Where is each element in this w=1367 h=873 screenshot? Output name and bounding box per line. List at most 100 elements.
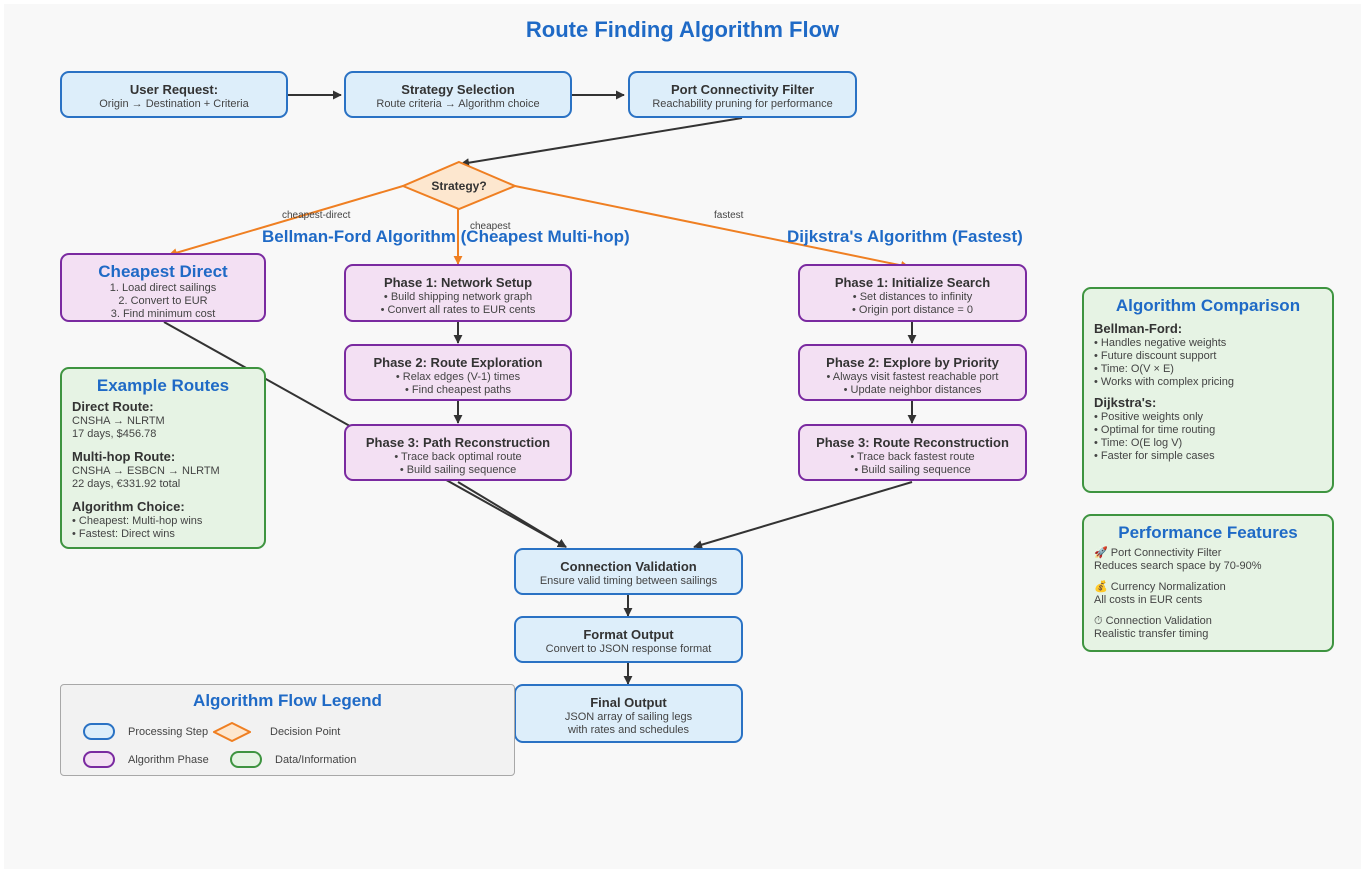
dj-phase-title: Phase 3: Route Reconstruction — [816, 435, 1009, 450]
feature-label: Currency Normalization — [1110, 581, 1226, 593]
section-line: • Cheapest: Multi-hop wins — [72, 515, 203, 527]
strategy-selection-title: Strategy Selection — [401, 82, 515, 97]
diagram-title: Route Finding Algorithm Flow — [525, 17, 840, 42]
legend-swatch-phase — [83, 751, 115, 768]
port-filter-title: Port Connectivity Filter — [670, 82, 815, 97]
dj-phase-line: • Trace back fastest route — [850, 451, 975, 463]
legend-swatch-data — [230, 751, 262, 768]
bf-phase-line: • Build shipping network graph — [383, 291, 533, 303]
legend-panel: Algorithm Flow Legend Processing Step De… — [60, 684, 515, 776]
money-bag-icon: 💰 — [1094, 581, 1108, 593]
user-request-desc: Origin → Destination + Criteria — [99, 98, 249, 110]
decision-diamond — [400, 160, 518, 211]
section-line: • Optimal for time routing — [1094, 424, 1216, 436]
section-heading: Direct Route: — [72, 399, 154, 414]
example-routes-panel: Example Routes Direct Route: CNSHA → NLR… — [60, 367, 266, 549]
feature-label: Port Connectivity Filter — [1110, 547, 1222, 559]
bf-phase-line: • Build sailing sequence — [399, 464, 517, 476]
bf-phase-title: Phase 1: Network Setup — [383, 275, 533, 290]
legend-swatch-process — [83, 723, 115, 740]
final-output-node: Final Output JSON array of sailing legs … — [514, 684, 743, 743]
bf-phase-title: Phase 3: Path Reconstruction — [365, 435, 551, 450]
section-line: CNSHA → NLRTM — [72, 415, 165, 427]
section-line: • Future discount support — [1094, 350, 1217, 362]
strategy-selection-node: Strategy Selection Route criteria → Algo… — [344, 71, 572, 118]
connection-validation-desc: Ensure valid timing between sailings — [539, 575, 718, 587]
connection-validation-node: Connection Validation Ensure valid timin… — [514, 548, 743, 595]
strategy-selection-desc: Route criteria → Algorithm choice — [376, 98, 540, 110]
section-heading: Dijkstra's: — [1094, 395, 1157, 410]
dj-phase-1-node: Phase 1: Initialize Search • Set distanc… — [798, 264, 1027, 322]
dj-phase-line: • Always visit fastest reachable port — [826, 371, 999, 383]
section-line: 22 days, €331.92 total — [72, 478, 181, 490]
cheapest-direct-node: Cheapest Direct 1. Load direct sailings … — [60, 253, 266, 322]
algorithm-comparison-panel: Algorithm Comparison Bellman-Ford: • Han… — [1082, 287, 1334, 493]
legend-decision-point: Decision Point — [270, 726, 341, 738]
performance-title: Performance Features — [1118, 523, 1298, 542]
section-line: CNSHA → ESBCN → NLRTM — [72, 465, 220, 477]
bf-phase-1-node: Phase 1: Network Setup • Build shipping … — [344, 264, 572, 322]
legend-title: Algorithm Flow Legend — [193, 691, 382, 710]
user-request-title: User Request: — [129, 82, 219, 97]
section-line: • Time: O(E log V) — [1094, 437, 1183, 449]
edge-bf-to-validation — [457, 481, 567, 548]
feature-label: Connection Validation — [1105, 615, 1212, 627]
bf-phase-line: • Relax edges (V-1) times — [395, 371, 521, 383]
legend-data-information: Data/Information — [275, 754, 357, 766]
section-line: • Handles negative weights — [1094, 337, 1227, 349]
dj-phase-line: • Set distances to infinity — [852, 291, 973, 303]
port-filter-desc: Reachability pruning for performance — [652, 98, 833, 110]
dj-phase-2-node: Phase 2: Explore by Priority • Always vi… — [798, 344, 1027, 401]
final-output-line: with rates and schedules — [567, 724, 690, 736]
format-output-title: Format Output — [583, 627, 674, 642]
dj-phase-line: • Build sailing sequence — [854, 464, 971, 476]
cheapest-direct-line: 2. Convert to EUR — [118, 295, 208, 307]
section-line: • Fastest: Direct wins — [72, 528, 175, 540]
feature-desc: Reduces search space by 70-90% — [1094, 560, 1262, 572]
edge-label-fastest: fastest — [714, 210, 744, 221]
edge-decision-cheapest-direct — [168, 185, 404, 258]
bf-phase-2-node: Phase 2: Route Exploration • Relax edges… — [344, 344, 572, 401]
feature-desc: Realistic transfer timing — [1094, 628, 1209, 640]
feature-desc: All costs in EUR cents — [1094, 594, 1203, 606]
format-output-node: Format Output Convert to JSON response f… — [514, 616, 743, 663]
section-heading: Algorithm Choice: — [72, 499, 185, 514]
section-heading: Bellman-Ford: — [1094, 321, 1183, 336]
section-line: 17 days, $456.78 — [72, 428, 157, 440]
section-line: • Positive weights only — [1094, 411, 1204, 423]
cheapest-direct-line: 3. Find minimum cost — [110, 308, 216, 320]
user-request-node: User Request: Origin → Destination + Cri… — [60, 71, 288, 118]
final-output-line: JSON array of sailing legs — [564, 711, 693, 723]
section-line: • Faster for simple cases — [1094, 450, 1215, 462]
connector-layer — [163, 90, 917, 685]
dj-phase-title: Phase 2: Explore by Priority — [826, 355, 999, 370]
legend-algorithm-phase: Algorithm Phase — [128, 754, 209, 766]
dj-phase-line: • Origin port distance = 0 — [852, 304, 973, 316]
edge-label-cheapest: cheapest — [470, 221, 511, 232]
bf-phase-3-node: Phase 3: Path Reconstruction • Trace bac… — [344, 424, 572, 481]
bf-phase-line: • Find cheapest paths — [405, 384, 511, 396]
bf-phase-line: • Convert all rates to EUR cents — [380, 304, 536, 316]
dj-phase-title: Phase 1: Initialize Search — [834, 275, 991, 290]
dj-phase-line: • Update neighbor distances — [843, 384, 982, 396]
edge-label-cheapest-direct: cheapest-direct — [282, 210, 351, 221]
edge-dj-to-validation — [693, 481, 913, 549]
legend-swatch-decision — [213, 722, 251, 742]
format-output-desc: Convert to JSON response format — [545, 643, 712, 655]
comparison-title: Algorithm Comparison — [1115, 296, 1301, 315]
section-line: • Works with complex pricing — [1094, 376, 1234, 388]
section-heading: Multi-hop Route: — [72, 449, 176, 464]
bellman-ford-header: Bellman-Ford Algorithm (Cheapest Multi-h… — [262, 227, 630, 246]
bf-phase-line: • Trace back optimal route — [394, 451, 522, 463]
section-line: • Time: O(V × E) — [1094, 363, 1174, 375]
edge-decision-fastest — [514, 185, 910, 270]
rocket-icon: 🚀 — [1094, 547, 1108, 559]
final-output-title: Final Output — [590, 695, 667, 710]
cheapest-direct-title: Cheapest Direct — [98, 262, 228, 281]
example-routes-title: Example Routes — [96, 376, 230, 395]
diagram-canvas: Route Finding Algorithm Flow User Reques… — [4, 4, 1361, 869]
dijkstra-header: Dijkstra's Algorithm (Fastest) — [787, 227, 1023, 246]
bf-phase-title: Phase 2: Route Exploration — [373, 355, 543, 370]
stopwatch-icon: ⏱ — [1094, 615, 1103, 627]
connection-validation-title: Connection Validation — [560, 559, 697, 574]
